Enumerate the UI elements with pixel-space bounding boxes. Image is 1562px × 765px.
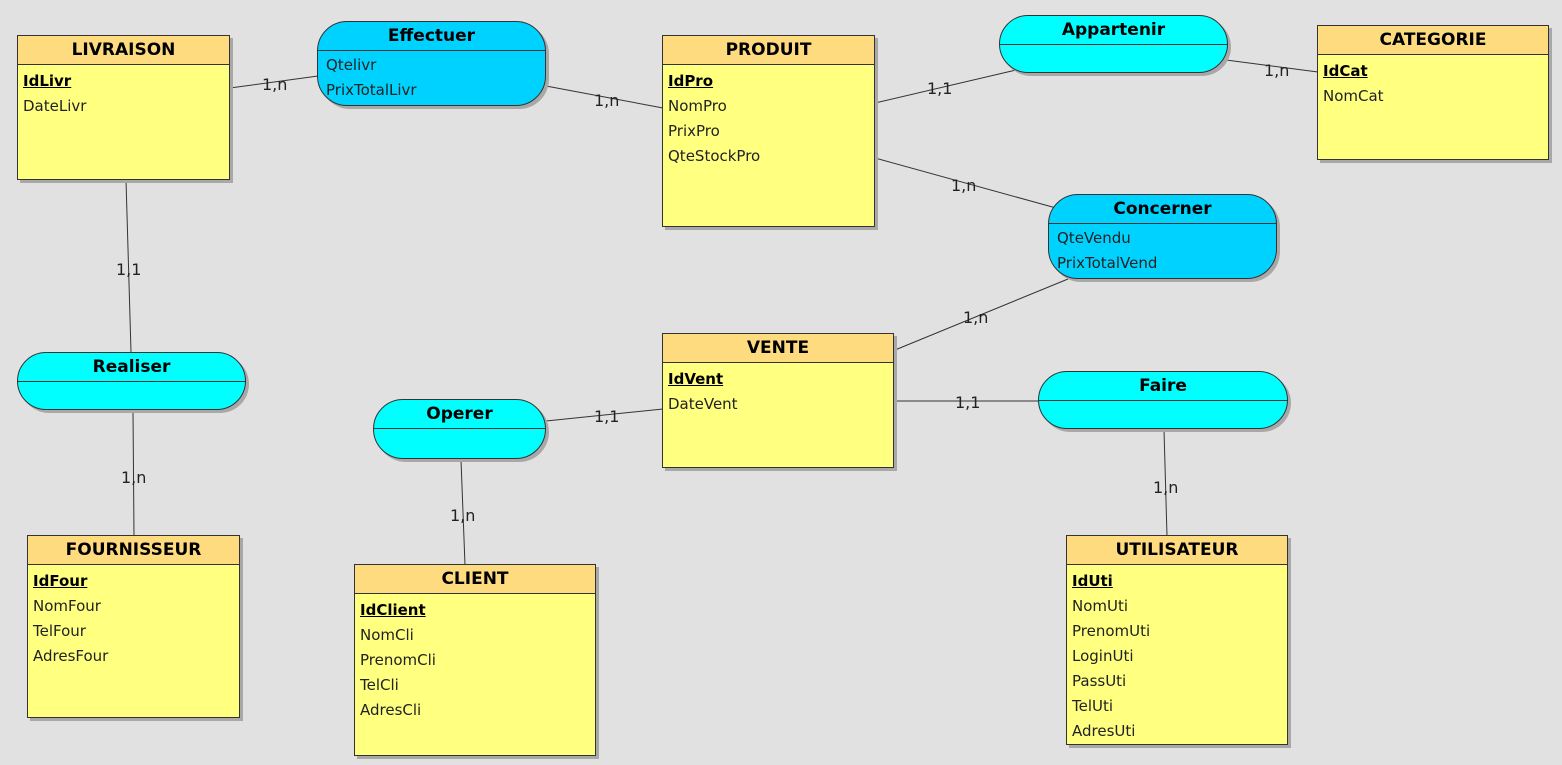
link-produit-appartenir — [874, 69, 1017, 104]
entity-title: UTILISATEUR — [1067, 536, 1287, 565]
entity-attribute-primary-key: IdFour — [33, 572, 88, 590]
entity-attribute: NomUti — [1072, 597, 1129, 615]
entity-title: PRODUIT — [663, 36, 874, 65]
entity-attribute-primary-key: IdCat — [1323, 62, 1368, 80]
entity-attribute: PrixPro — [668, 122, 720, 140]
association-attribute: PrixTotalLivr — [326, 81, 417, 99]
entity-title: CLIENT — [355, 565, 595, 594]
cardinality-produit-concerner: 1,n — [951, 176, 977, 195]
cardinality-fournisseur-realiser: 1,n — [121, 468, 147, 487]
entity-attribute: QteStockPro — [668, 147, 761, 165]
cardinality-vente-faire: 1,1 — [955, 393, 981, 412]
entity-vente[interactable]: VENTE IdVent DateVent — [662, 333, 894, 468]
cardinality-livraison-realiser: 1,1 — [116, 260, 142, 279]
entity-attribute-primary-key: IdLivr — [23, 72, 72, 90]
entity-attribute: TelCli — [360, 676, 399, 694]
association-title: Operer — [374, 400, 545, 429]
association-title: Realiser — [18, 353, 245, 382]
association-title: Effectuer — [318, 22, 545, 51]
entity-utilisateur[interactable]: UTILISATEUR IdUti NomUti PrenomUti Login… — [1066, 535, 1288, 745]
entity-attribute: LoginUti — [1072, 647, 1134, 665]
association-appartenir[interactable]: Appartenir — [999, 15, 1228, 73]
association-operer[interactable]: Operer — [373, 399, 546, 459]
association-concerner[interactable]: Concerner QteVendu PrixTotalVend — [1048, 194, 1277, 279]
association-attribute: Qtelivr — [326, 56, 377, 74]
entity-fournisseur[interactable]: FOURNISSEUR IdFour NomFour TelFour Adres… — [27, 535, 240, 718]
cardinality-categorie-appartenir: 1,n — [1264, 61, 1290, 80]
entity-title: VENTE — [663, 334, 893, 363]
link-concerner-vente — [894, 278, 1069, 351]
link-operer-vente — [545, 408, 664, 422]
entity-attribute-primary-key: IdUti — [1072, 572, 1113, 590]
entity-attribute: PassUti — [1072, 672, 1127, 690]
entity-title: LIVRAISON — [18, 36, 229, 65]
entity-attribute: TelUti — [1072, 697, 1114, 715]
link-livraison-realiser — [125, 179, 132, 353]
cardinality-produit-effectuer: 1,n — [594, 91, 620, 110]
association-attribute: PrixTotalVend — [1057, 254, 1158, 272]
association-faire[interactable]: Faire — [1038, 371, 1288, 429]
entity-attribute: NomFour — [33, 597, 101, 615]
entity-attribute: PrenomUti — [1072, 622, 1151, 640]
entity-attribute: PrenomCli — [360, 651, 436, 669]
entity-attribute: AdresFour — [33, 647, 109, 665]
entity-attribute: DateLivr — [23, 97, 87, 115]
association-title: Appartenir — [1000, 16, 1227, 45]
link-effectuer-produit — [545, 85, 664, 109]
entity-attribute: AdresCli — [360, 701, 422, 719]
link-appartenir-categorie — [1225, 59, 1319, 73]
association-title: Faire — [1039, 372, 1287, 401]
entity-title: FOURNISSEUR — [28, 536, 239, 565]
entity-attribute: NomCat — [1323, 87, 1384, 105]
entity-produit[interactable]: PRODUIT IdPro NomPro PrixPro QteStockPro — [662, 35, 875, 227]
cardinality-produit-appartenir: 1,1 — [927, 79, 953, 98]
entity-attribute: NomPro — [668, 97, 727, 115]
entity-attribute-primary-key: IdClient — [360, 601, 426, 619]
cardinality-vente-concerner: 1,n — [963, 308, 989, 327]
entity-title: CATEGORIE — [1318, 26, 1548, 55]
cardinality-client-operer: 1,n — [450, 506, 476, 525]
cardinality-vente-operer: 1,1 — [594, 407, 620, 426]
entity-attribute: NomCli — [360, 626, 414, 644]
association-realiser[interactable]: Realiser — [17, 352, 246, 410]
cardinality-livraison-effectuer: 1,n — [262, 75, 288, 94]
entity-livraison[interactable]: LIVRAISON IdLivr DateLivr — [17, 35, 230, 180]
entity-attribute: AdresUti — [1072, 722, 1136, 740]
entity-attribute-primary-key: IdVent — [668, 370, 724, 388]
cardinality-utilisateur-faire: 1,n — [1153, 478, 1179, 497]
link-livraison-effectuer — [229, 75, 319, 89]
entity-client[interactable]: CLIENT IdClient NomCli PrenomCli TelCli … — [354, 564, 596, 756]
entity-attribute-primary-key: IdPro — [668, 72, 714, 90]
link-realiser-fournisseur — [132, 410, 135, 537]
link-operer-client — [460, 459, 466, 566]
link-faire-utilisateur — [1163, 429, 1168, 537]
entity-attribute: TelFour — [33, 622, 86, 640]
association-title: Concerner — [1049, 195, 1276, 224]
entity-attribute: DateVent — [668, 395, 738, 413]
link-produit-concerner — [874, 157, 1057, 209]
entity-categorie[interactable]: CATEGORIE IdCat NomCat — [1317, 25, 1549, 160]
association-effectuer[interactable]: Effectuer Qtelivr PrixTotalLivr — [317, 21, 546, 106]
association-attribute: QteVendu — [1057, 229, 1131, 247]
